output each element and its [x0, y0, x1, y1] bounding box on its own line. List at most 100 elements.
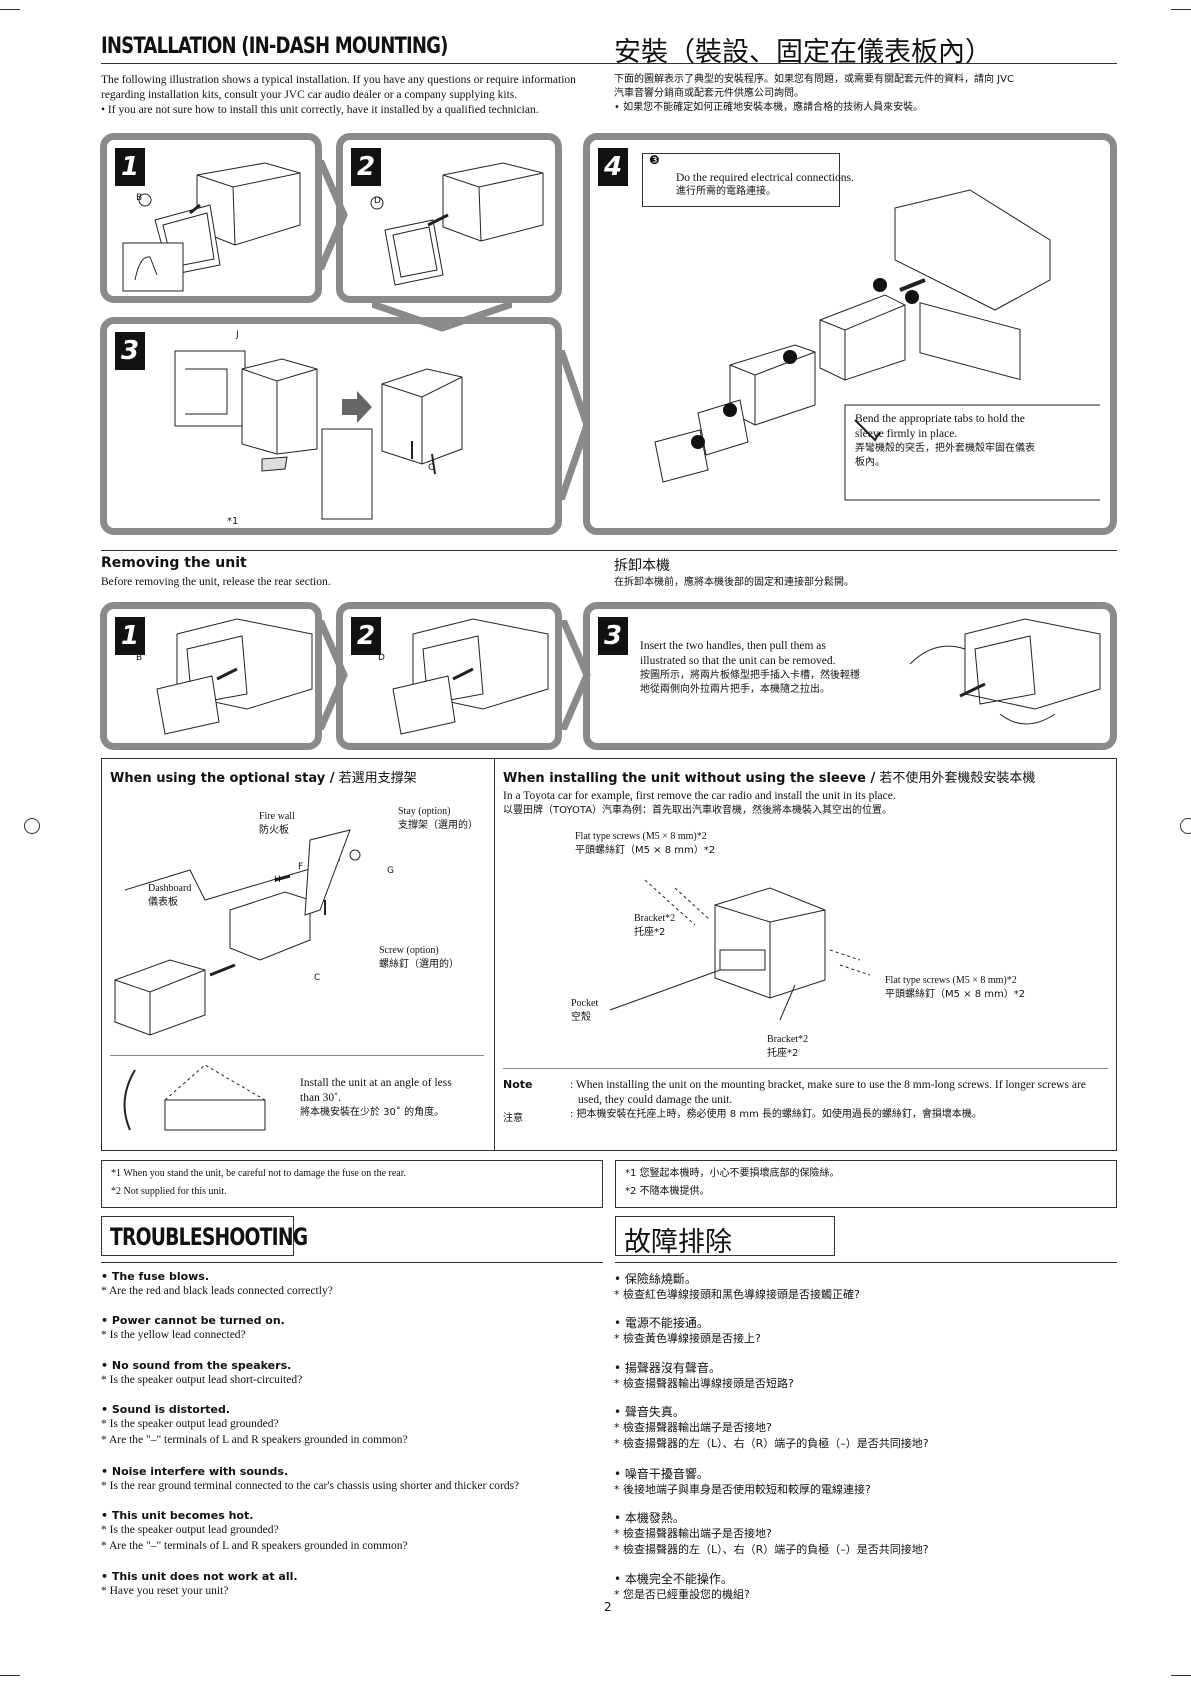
troubleshooting-symptom: • This unit becomes hot. [101, 1509, 254, 1522]
divider [615, 1262, 1117, 1263]
troubleshooting-item: • No sound from the speakers.* Is the sp… [101, 1359, 302, 1388]
troubleshooting-check: * 檢查揚聲器輸出端子是否接地? [614, 1527, 772, 1540]
screw-label: Screw (option)螺絲釘（選用的） [379, 945, 459, 970]
troubleshooting-check: * Are the "–" terminals of L and R speak… [101, 1434, 408, 1446]
stay-label: Stay (option)支撐架（選用的） [398, 806, 478, 831]
note-label-zh: 注意 [503, 1113, 523, 1124]
step-number: 1 [115, 148, 145, 186]
remove-illustration [156, 618, 313, 735]
install-step-2-panel: 2 D [336, 133, 562, 303]
troubleshooting-symptom: • 保險絲燒斷。 [614, 1272, 697, 1286]
remove-step-3-panel: 3 Insert the two handles, then pull them… [583, 602, 1117, 750]
remove-step-1-panel: 1 B [100, 602, 322, 750]
part-label-d: D [374, 196, 381, 206]
troubleshooting-symptom: • Sound is distorted. [101, 1403, 231, 1416]
remove-step3-en: Insert the two handles, then pull them a… [640, 640, 836, 667]
bend-note-en: Bend the appropriate tabs to hold the sl… [855, 413, 1025, 440]
troubleshooting-title-zh-box: 故障排除 [615, 1216, 835, 1258]
footnote-ref: *1 [227, 516, 239, 527]
angle-illustration [123, 1064, 266, 1131]
handles-illustration [909, 618, 1101, 725]
troubleshooting-title-en: TROUBLESHOOTING [110, 1223, 308, 1251]
note-en: : When installing the unit on the mounti… [570, 1079, 1086, 1106]
step4-callout [642, 153, 840, 207]
troubleshooting-check: * 後接地端子與車身是否使用較短和較厚的電線連接? [614, 1483, 871, 1496]
flow-arrow [372, 300, 512, 332]
troubleshooting-item: • 揚聲器沒有聲音。 * 檢查揚聲器輸出導線接頭是否短路? [614, 1359, 794, 1392]
troubleshooting-symptom: • 揚聲器沒有聲音。 [614, 1361, 721, 1375]
crop-mark [0, 1675, 20, 1676]
removing-desc-en: Before removing the unit, release the re… [101, 576, 331, 588]
removing-title-zh: 拆卸本機 [614, 558, 670, 574]
sleeve-remove-illustration [370, 162, 544, 286]
troubleshooting-check: * 您是否已經重設您的機組? [614, 1588, 750, 1601]
install-step-3-panel: 3 *1 J C [100, 317, 562, 535]
troubleshooting-item: • 本機完全不能操作。* 您是否已經重設您的機組? [614, 1570, 750, 1603]
troubleshooting-check: * Is the rear ground terminal connected … [101, 1480, 520, 1492]
troubleshooting-symptom: • 聲音失真。 [614, 1405, 685, 1419]
registration-mark [24, 818, 40, 834]
intro-zh: 下面的圖解表示了典型的安裝程序。如果您有問題，或需要有關配套元件的資料，請向 J… [614, 74, 1014, 113]
troubleshooting-check: * Are the red and black leads connected … [101, 1285, 333, 1297]
troubleshooting-item: • This unit becomes hot.* Is the speaker… [101, 1509, 408, 1554]
troubleshooting-symptom: • No sound from the speakers. [101, 1359, 292, 1372]
part-label-d: D [378, 653, 385, 663]
footnotes-zh-box: *1 您豎起本機時，小心不要損壞底部的保險絲。 *2 不隨本機提供。 [615, 1160, 1117, 1208]
part-label-f: F [298, 862, 304, 872]
remove-step-2-panel: 2 D [336, 602, 562, 750]
troubleshooting-check: * 檢查紅色導線接頭和黑色導線接頭是否接觸正確? [614, 1288, 860, 1301]
sleeve-tabs-illustration [174, 350, 463, 520]
troubleshooting-symptom: • The fuse blows. [101, 1270, 210, 1283]
troubleshooting-check: * 檢查揚聲器輸出導線接頭是否短路? [614, 1377, 794, 1390]
troubleshooting-symptom: • Noise interfere with sounds. [101, 1465, 289, 1478]
troubleshooting-check: * 檢查揚聲器的左（L）、右（R）端子的負極（–）是否共同接地? [614, 1543, 929, 1556]
divider [101, 63, 1117, 64]
removing-desc-zh: 在拆卸本機前，應將本機後部的固定和連接部分鬆開。 [614, 577, 854, 588]
nosleeve-intro-zh: 以豐田牌（TOYOTA）汽車為例：首先取出汽車收音機，然後將本機裝入其空出的位置… [503, 805, 893, 816]
troubleshooting-check: * 檢查黃色導線接頭是否接上? [614, 1332, 761, 1345]
optional-stay-illustration [114, 829, 361, 1036]
note-zh: : 把本機安裝在托座上時，務必使用 8 mm 長的螺絲釘。如使用過長的螺絲釘，會… [570, 1109, 982, 1120]
bend-note-zh: 弄彎機殼的突舌，把外套機殼牢固在儀表 板內。 [855, 443, 1035, 468]
stay-title: When using the optional stay / 若選用支撐架 [110, 771, 417, 786]
angle-note-zh: 將本機安裝在少於 30˚ 的角度。 [300, 1107, 445, 1118]
troubleshooting-item: • Power cannot be turned on. * Is the yel… [101, 1314, 285, 1343]
footnotes-en-box: *1 When you stand the unit, be careful n… [101, 1160, 603, 1208]
step-number: 3 [598, 617, 628, 655]
flow-arrow [559, 620, 591, 730]
part-label-b: B [136, 193, 143, 203]
troubleshooting-check: * 檢查揚聲器的左（L）、右（R）端子的負極（–）是否共同接地? [614, 1437, 929, 1450]
step4-note-en: Do the required electrical connections. [676, 172, 854, 184]
troubleshooting-check: * 檢查揚聲器輸出端子是否接地? [614, 1421, 772, 1434]
step-number: 2 [351, 617, 381, 655]
troubleshooting-symptom: • Power cannot be turned on. [101, 1314, 285, 1327]
footnote-2-zh: *2 不隨本機提供。 [625, 1186, 710, 1197]
crop-mark [0, 9, 20, 10]
step4-note-zh: 進行所需的電路連接。 [676, 186, 776, 197]
page-number: 2 [604, 1600, 612, 1614]
remove-illustration [392, 618, 549, 735]
troubleshooting-item: • 保險絲燒斷。 * 檢查紅色導線接頭和黑色導線接頭是否接觸正確? [614, 1270, 860, 1303]
part-label-b: B [136, 653, 143, 663]
troubleshooting-check: * Are the "–" terminals of L and R speak… [101, 1540, 408, 1552]
nosleeve-title: When installing the unit without using t… [503, 771, 1036, 786]
part-label-c: C [314, 973, 321, 983]
bracket-install-illustration [609, 879, 871, 1021]
part-label-j: J [236, 330, 239, 340]
divider [503, 1068, 1108, 1069]
nosleeve-intro-en: In a Toyota car for example, first remov… [503, 790, 896, 802]
divider [494, 758, 495, 1151]
troubleshooting-symptom: • 噪音干擾音響。 [614, 1467, 709, 1481]
troubleshooting-check: * Is the yellow lead connected? [101, 1329, 246, 1341]
footnote-2-en: *2 Not supplied for this unit. [111, 1186, 227, 1197]
troubleshooting-item: • Sound is distorted.* Is the speaker ou… [101, 1403, 408, 1448]
crop-mark [1171, 9, 1191, 10]
divider [101, 550, 1117, 551]
note-label-en: Note [503, 1078, 533, 1091]
